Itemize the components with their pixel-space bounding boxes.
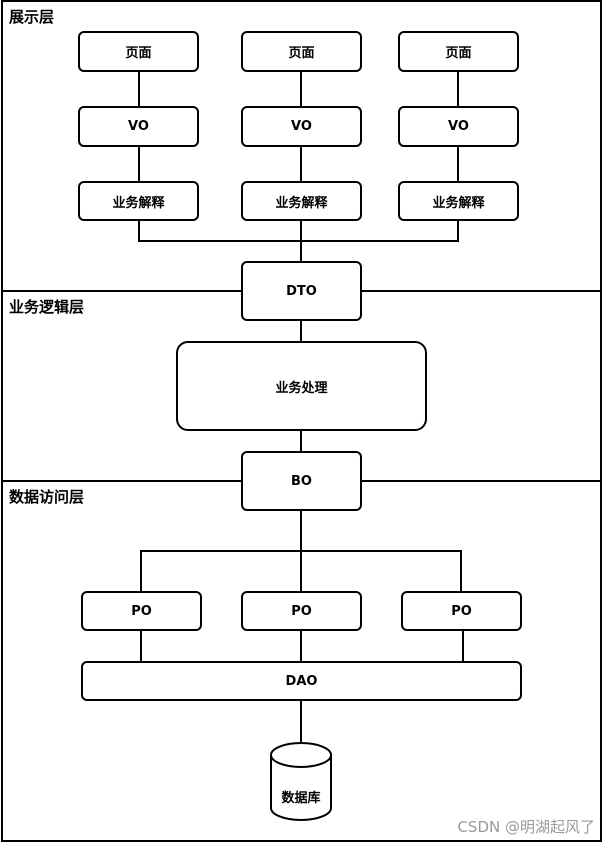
- dao-box: DAO: [81, 661, 522, 701]
- vo-box-2: VO: [241, 106, 362, 147]
- po-box-2: PO: [241, 591, 362, 631]
- biz-explain-box-3: 业务解释: [398, 181, 519, 221]
- biz-explain-box-1: 业务解释: [78, 181, 199, 221]
- page-box-1: 页面: [78, 31, 199, 72]
- connector-po-bus: [140, 550, 462, 591]
- presentation-layer-title: 展示层: [9, 8, 55, 26]
- database-cylinder-icon: [270, 742, 332, 821]
- data-access-layer-title: 数据访问层: [9, 488, 85, 506]
- connector-explain-bus: [138, 221, 459, 242]
- biz-explain-box-2: 业务解释: [241, 181, 362, 221]
- business-layer-title: 业务逻辑层: [9, 298, 85, 316]
- page-box-2: 页面: [241, 31, 362, 72]
- bo-box: BO: [241, 451, 362, 511]
- po-box-1: PO: [81, 591, 202, 631]
- database-label: 数据库: [281, 790, 321, 806]
- po-box-3: PO: [401, 591, 522, 631]
- page-box-3: 页面: [398, 31, 519, 72]
- watermark-text: CSDN @明湖起风了: [457, 818, 595, 836]
- biz-process-box: 业务处理: [176, 341, 427, 431]
- dto-box: DTO: [241, 261, 362, 321]
- vo-box-1: VO: [78, 106, 199, 147]
- vo-box-3: VO: [398, 106, 519, 147]
